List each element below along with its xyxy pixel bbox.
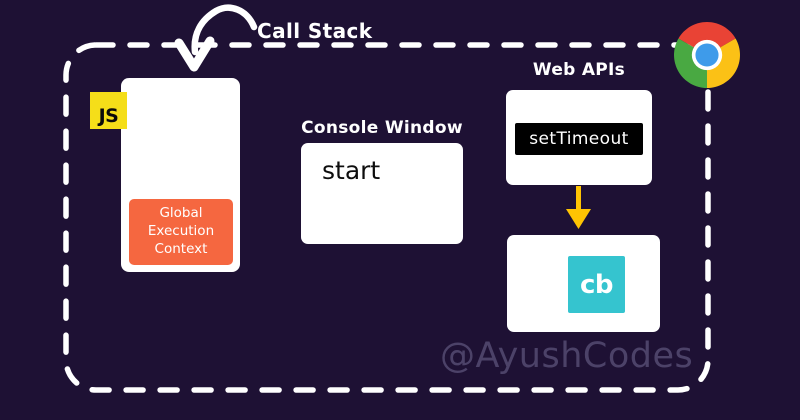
down-arrow-icon — [566, 186, 591, 229]
chrome-icon — [674, 22, 740, 88]
console-window-label: Console Window — [301, 118, 463, 138]
watermark: @AyushCodes — [440, 336, 694, 376]
console-window-box: start — [301, 143, 463, 244]
global-execution-context-frame: Global Execution Context — [129, 199, 233, 265]
web-apis-label: Web APIs — [532, 60, 626, 80]
callback-badge: cb — [568, 256, 625, 313]
js-logo-badge: JS — [90, 92, 127, 129]
console-output-text: start — [322, 156, 381, 185]
settimeout-badge: setTimeout — [515, 123, 643, 155]
call-stack-label: Call Stack — [257, 19, 373, 43]
curved-arrow-icon — [174, 4, 258, 72]
